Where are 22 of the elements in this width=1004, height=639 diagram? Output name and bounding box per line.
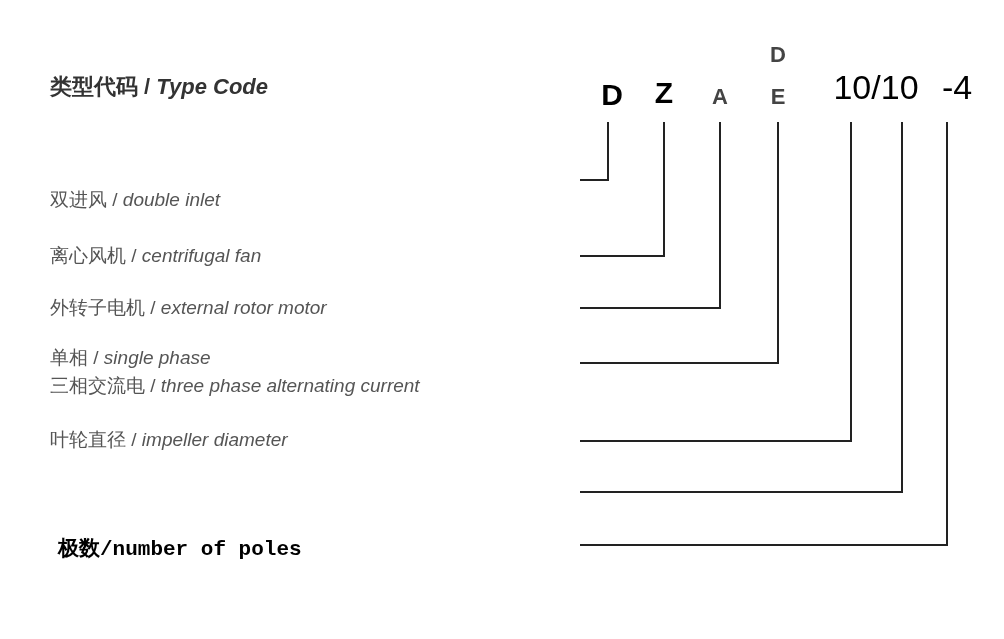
code-character: D	[770, 44, 786, 66]
description-label: 单相 / single phase	[50, 346, 212, 370]
description-label: 外转子电机 / external rotor motor	[50, 296, 328, 320]
code-character: Z	[654, 75, 674, 108]
description-label: 极数/number of poles	[58, 536, 303, 563]
code-character: E	[770, 83, 786, 108]
code-character: A	[712, 83, 728, 108]
leader-line	[579, 121, 609, 181]
code-character: D	[601, 77, 623, 110]
leader-line	[579, 121, 665, 257]
description-label: 叶轮直径 / impeller diameter	[50, 428, 289, 452]
description-label: 三相交流电 / three phase alternating current	[50, 374, 421, 398]
description-label: 双进风 / double inlet	[50, 188, 222, 212]
code-character: 10/10	[833, 67, 919, 104]
leader-line	[579, 121, 903, 493]
description-label: 离心风机 / centrifugal fan	[50, 244, 263, 268]
leader-line	[579, 121, 852, 442]
leader-line	[579, 121, 779, 364]
leader-line	[579, 121, 948, 546]
title: 类型代码 / Type Code	[50, 73, 268, 101]
code-character: -4	[941, 67, 973, 104]
leader-line	[579, 121, 721, 309]
